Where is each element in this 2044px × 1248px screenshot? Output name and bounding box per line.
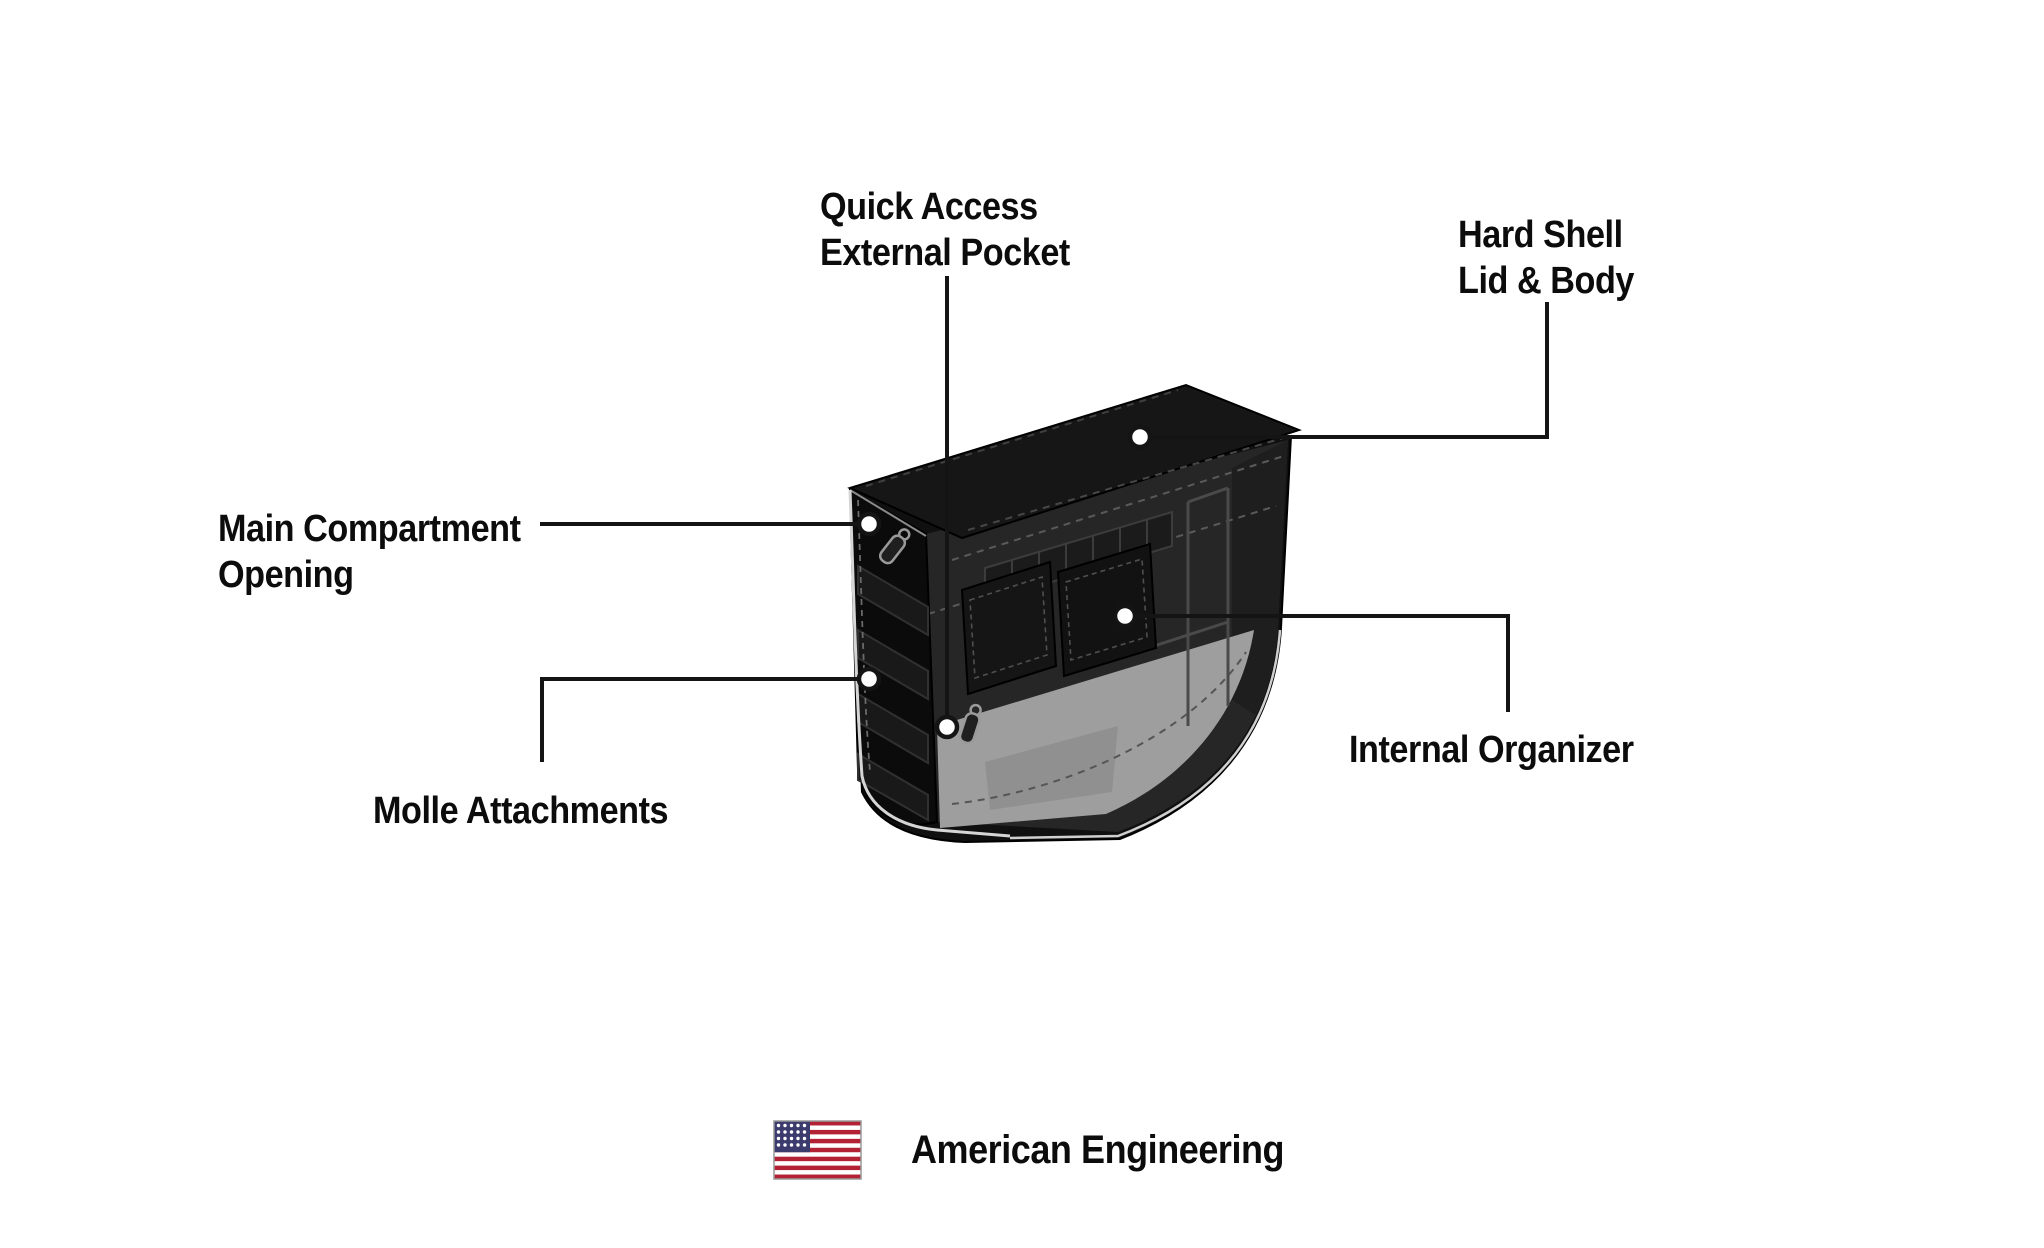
label-line: Hard Shell — [1458, 214, 1623, 256]
label-quick-access-external-pocket: Quick Access External Pocket — [820, 184, 1070, 276]
label-line: Quick Access — [820, 186, 1038, 228]
label-line: Lid & Body — [1458, 260, 1634, 302]
callout-line-hard-shell — [1152, 302, 1549, 439]
callout-line-internal-organizer — [1138, 614, 1510, 712]
label-internal-organizer: Internal Organizer — [1349, 727, 1634, 773]
label-line: Main Compartment — [218, 508, 521, 550]
label-line: Opening — [218, 554, 354, 596]
saddlebag — [847, 383, 1302, 844]
label-line: External Pocket — [820, 232, 1070, 274]
organizer-pocket-left — [960, 560, 1058, 696]
zipper-stitch-left — [857, 499, 871, 773]
zipper-track — [849, 489, 927, 537]
zipper-piping-left — [848, 489, 1011, 838]
molle-strips — [857, 564, 929, 822]
callout-marker-internal-organizer — [1112, 603, 1138, 629]
callout-line-molle — [540, 677, 858, 762]
callout-markers — [856, 424, 1153, 740]
label-hard-shell-lid-body: Hard Shell Lid & Body — [1458, 212, 1634, 304]
callout-marker-hard-shell — [1127, 424, 1153, 450]
interior-stitch-top — [951, 455, 1285, 561]
organizer-pocket-right — [1056, 542, 1158, 678]
us-flag-icon — [773, 1120, 862, 1180]
zipper-piping-bottom — [1009, 629, 1282, 840]
label-main-compartment-opening: Main Compartment Opening — [218, 506, 521, 598]
bag-interior-floor-shade — [985, 726, 1118, 810]
lid-ridge-stitch — [865, 389, 1179, 487]
callout-marker-molle — [856, 666, 882, 692]
callout-marker-quick-access — [934, 714, 960, 740]
callout-lines — [540, 276, 1549, 762]
footer-tagline: American Engineering — [911, 1128, 1285, 1172]
floor-stitch-line — [951, 651, 1247, 805]
callout-marker-main-compartment — [856, 511, 882, 537]
bag-lid — [847, 383, 1302, 540]
label-molle-attachments: Molle Attachments — [373, 788, 669, 834]
label-line: Internal Organizer — [1349, 729, 1634, 771]
zipper-pull-top — [878, 528, 911, 565]
zipper-pull-bottom — [958, 703, 982, 745]
label-line: Molle Attachments — [373, 790, 669, 832]
lid-edge-stitch — [967, 435, 1291, 531]
